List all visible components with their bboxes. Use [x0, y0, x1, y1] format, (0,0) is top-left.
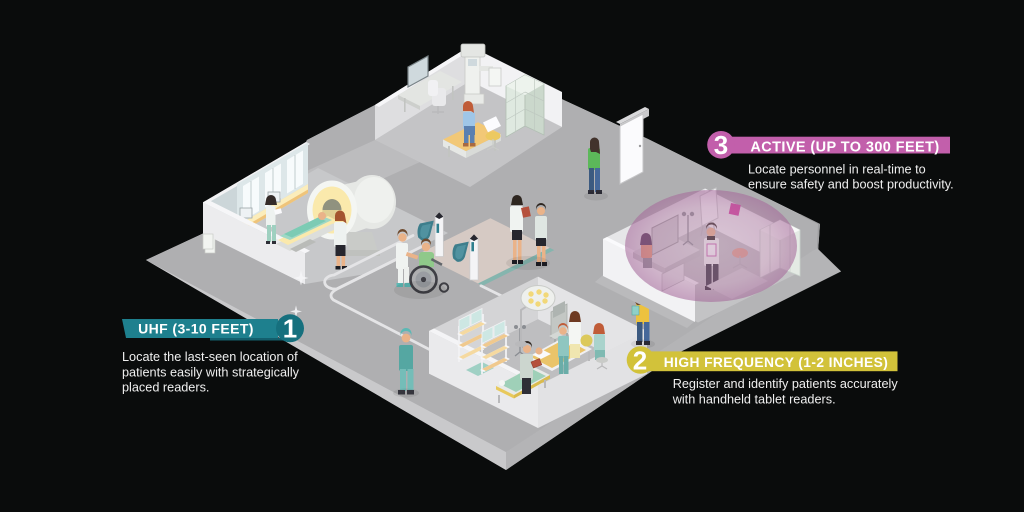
svg-text:Register and identify patients: Register and identify patients accuratel… — [673, 377, 899, 391]
svg-text:2: 2 — [633, 346, 647, 376]
svg-text:Locate personnel in real-time: Locate personnel in real-time to — [748, 162, 926, 176]
svg-text:with handheld tablet readers.: with handheld tablet readers. — [672, 393, 836, 407]
svg-text:HIGH FREQUENCY (1-2 INCHES): HIGH FREQUENCY (1-2 INCHES) — [664, 355, 888, 370]
svg-text:3: 3 — [714, 130, 728, 160]
svg-text:ACTIVE (UP TO 300 FEET): ACTIVE (UP TO 300 FEET) — [750, 140, 939, 156]
svg-text:UHF (3-10 FEET): UHF (3-10 FEET) — [138, 321, 254, 337]
svg-text:patients easily with strategic: patients easily with strategically — [122, 365, 300, 379]
svg-text:Locate the last-seen location: Locate the last-seen location of — [122, 350, 298, 364]
svg-text:placed readers.: placed readers. — [122, 381, 209, 395]
svg-text:ensure safety and boost produc: ensure safety and boost productivity. — [748, 178, 954, 192]
svg-text:1: 1 — [283, 313, 297, 343]
